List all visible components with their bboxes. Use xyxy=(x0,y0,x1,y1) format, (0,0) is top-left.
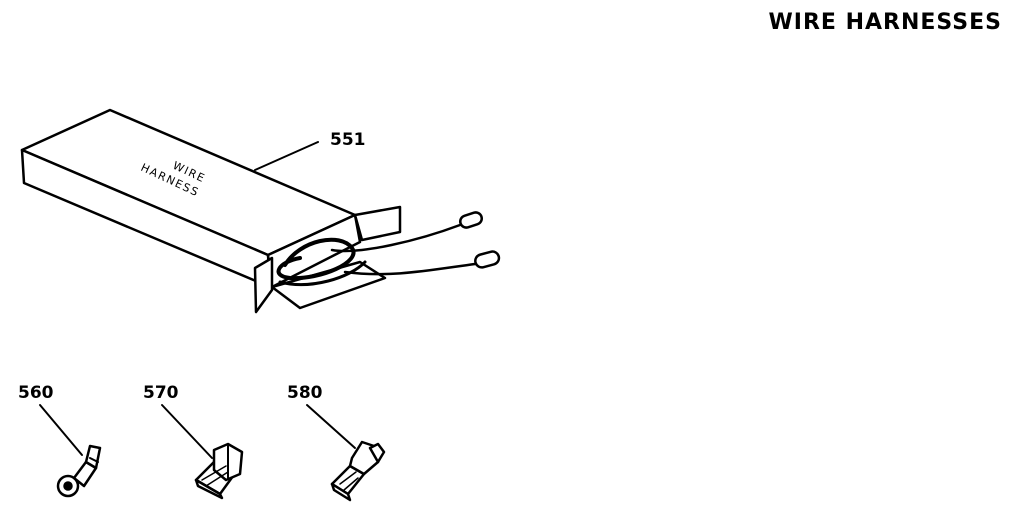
box-lid-flap xyxy=(353,205,402,242)
flag-terminal xyxy=(194,442,244,500)
callout-551: 551 xyxy=(330,130,366,150)
leader-line-570 xyxy=(161,404,213,459)
page-title: WIRE HARNESSES xyxy=(768,10,1002,35)
callout-580: 580 xyxy=(287,383,323,403)
lead-wire xyxy=(330,223,462,253)
lead-wire xyxy=(343,262,477,276)
wire-terminal-connector xyxy=(474,250,501,269)
callout-570: 570 xyxy=(143,383,179,403)
wire-harness-box: WIRE HARNESS xyxy=(20,108,501,314)
spade-terminal xyxy=(330,440,386,502)
leader-line-551 xyxy=(254,141,319,171)
box-side-flap xyxy=(253,256,274,314)
coiled-wire xyxy=(278,260,367,287)
coiled-wire xyxy=(276,237,356,281)
ring-terminal xyxy=(56,444,102,498)
leader-line-560 xyxy=(39,404,83,456)
callout-560: 560 xyxy=(18,383,54,403)
wire-terminal-connector xyxy=(458,211,484,229)
leader-line-580 xyxy=(306,404,356,449)
